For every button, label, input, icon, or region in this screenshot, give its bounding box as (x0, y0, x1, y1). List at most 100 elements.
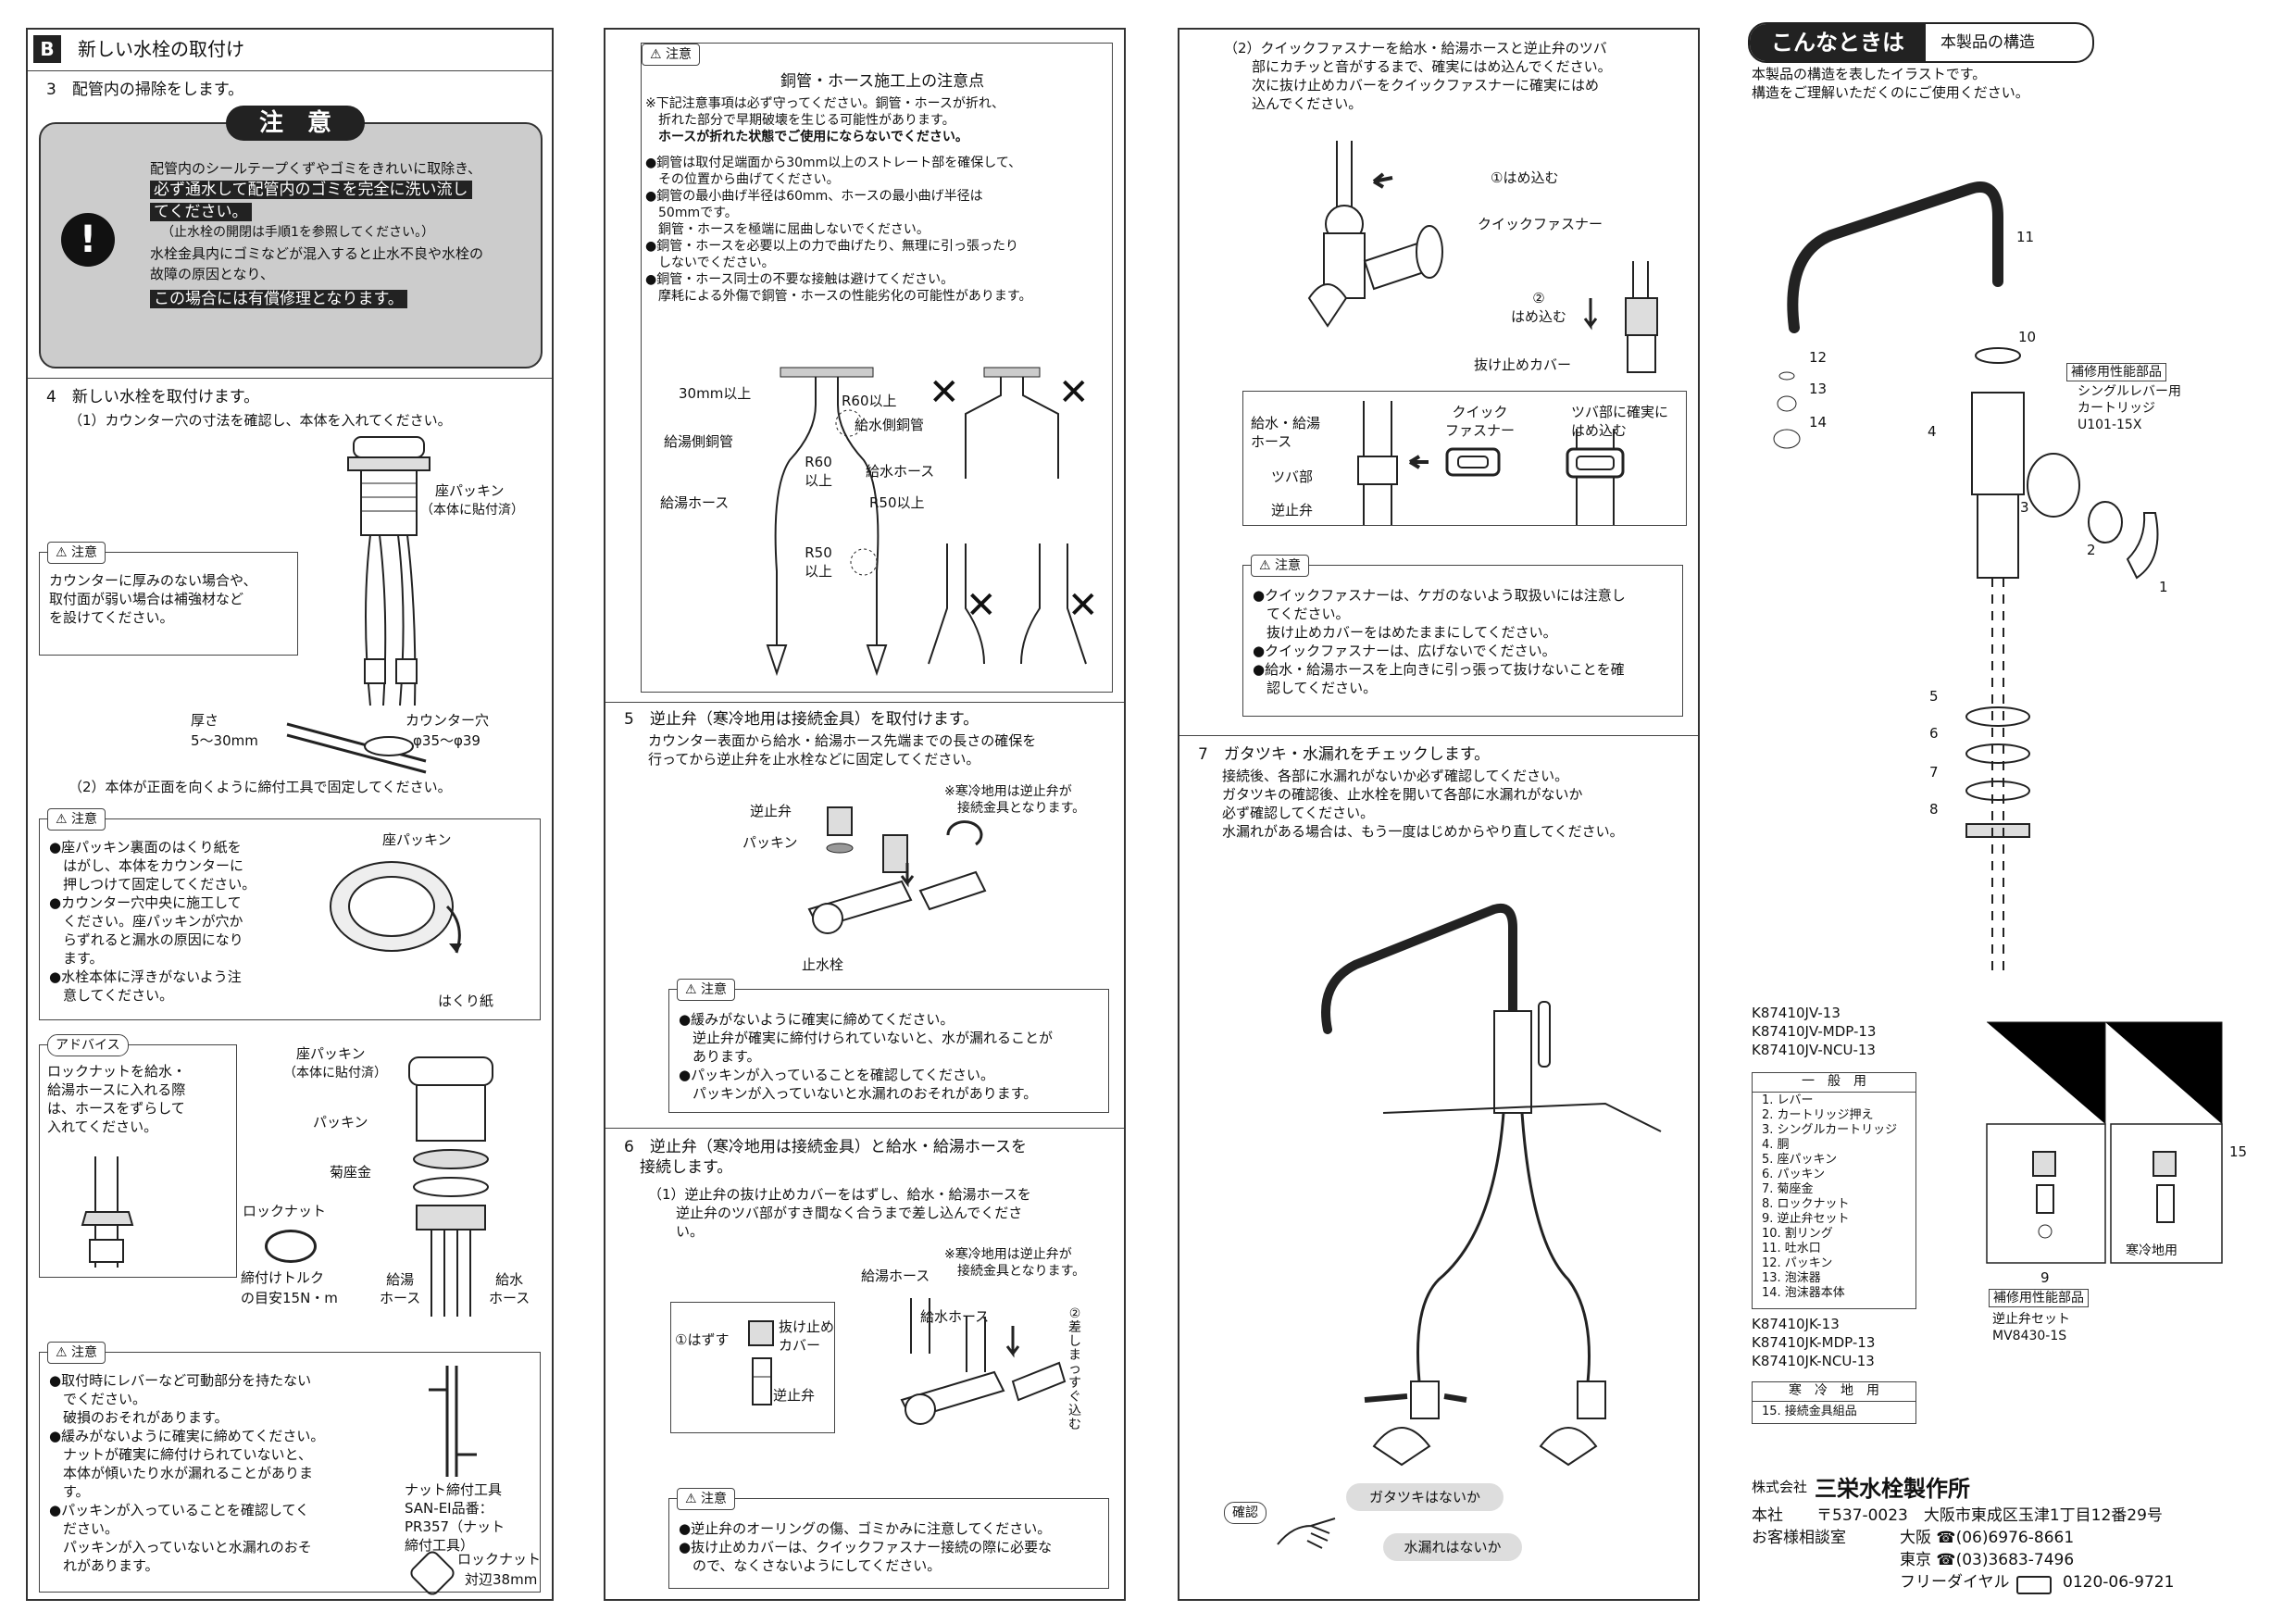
cover-label-c: 抜け止めカバー (1474, 356, 1572, 373)
tool-label: ナット締付工具 SAN-EI品番： PR357（ナット 締付工具） (405, 1481, 505, 1554)
label-r50-a: R50以上 (869, 494, 925, 511)
advice-tag: アドバイス (47, 1034, 129, 1056)
banner-main: こんなときは (1750, 24, 1926, 61)
insert-label: ② 差 し ま っ す ぐ 込 む (1068, 1306, 1081, 1432)
flange-label: ツバ部 (1271, 468, 1314, 485)
note-2-text: ●座パッキン裏面のはくり紙を はがし、本体をカウンターに 押しつけて固定してくだ… (49, 839, 256, 1004)
models-general: K87410JV-13 K87410JV-MDP-13 K87410JV-NCU… (1752, 1005, 1877, 1058)
step-5-cold-note: ※寒冷地用は逆止弁が 接続金具となります。 (944, 784, 1086, 816)
label-r60-a: R60以上 (842, 393, 897, 409)
part-num-12: 12 (1809, 349, 1828, 366)
part-num-2: 2 (2087, 542, 2096, 558)
divider-b2 (605, 1128, 1124, 1129)
label-cold-pipe: 給水側銅管 (855, 417, 925, 433)
divider-a1 (28, 378, 552, 379)
divider-b1 (605, 702, 1124, 703)
caution-line1: 配管内のシールテープくずやゴミをきれいに取除き、 (150, 160, 482, 177)
step-6: 6 逆止弁（寒冷地用は接続金具）と給水・給湯ホースを 接続します。 (624, 1138, 1027, 1177)
seat-packing-label-1: 座パッキン (435, 482, 505, 499)
repair-item-2: 逆止弁セット MV8430-1S (1992, 1312, 2070, 1343)
counter-hole-illustration (286, 722, 427, 774)
part-num-10: 10 (2018, 329, 2037, 345)
freedial-label: フリーダイヤル (1900, 1573, 2010, 1592)
qf-label-c: クイック ファスナー (1445, 404, 1516, 439)
note-box-3: ⚠ 注意 ●取付時にレバーなど可動部分を持たない でください。 破損のおそれがあ… (39, 1342, 541, 1593)
pipe-note-bold: ホースが折れた状態でご使用にならないでください。 (645, 130, 968, 144)
freedial-icon (2016, 1576, 2052, 1594)
nut-tool-illustration (429, 1366, 477, 1477)
note-3-text: ●取付時にレバーなど可動部分を持たない でください。 破損のおそれがあります。 … (49, 1372, 325, 1574)
hq-label: 本社 (1752, 1506, 1783, 1525)
step-7-desc: 接続後、各部に水漏れがないか必ず確認してください。 ガタツキの確認後、止水栓を開… (1222, 768, 1624, 840)
caution-title: 注 意 (226, 106, 365, 141)
quick-fastener-illustration (1307, 141, 1443, 328)
pipe-caution-box: ⚠ 注意 銅管・ホース施工上の注意点 ※下記注意事項は必ず守ってください。銅管・… (641, 43, 1113, 693)
label-r60-b: R60 以上 (805, 454, 833, 489)
check-valve-label: 逆止弁 (750, 803, 792, 819)
flange-section-illustration (1357, 401, 1625, 525)
seat-packing-note-1: （本体に貼付済） (420, 503, 524, 518)
cold-region-label: 寒冷地用 (2126, 1243, 2177, 1258)
note-5-text: ●緩みがないように確実に締めてください。 逆止弁が確実に締付けられていないと、水… (679, 1011, 1053, 1102)
column-d: こんなときは 本製品の構造 本製品の構造を表したイラストです。 構造をご理解いた… (1748, 22, 2274, 1605)
caution-highlight1: 必ず通水して配管内のゴミを完全に洗い流し (150, 180, 472, 200)
note-box-2: ⚠ 注意 ●座パッキン裏面のはくり紙を はがし、本体をカウンターに 押しつけて固… (39, 808, 541, 1020)
locknut-label: ロックナット (243, 1203, 327, 1219)
part-num-9: 9 (2040, 1269, 2050, 1286)
assembly-illustration (408, 1056, 493, 1317)
osaka-phone: 大阪 ☎(06)6976-8661 (1900, 1529, 2075, 1547)
part-num-1: 1 (2159, 579, 2168, 595)
hot-hose-label-6: 給湯ホース (861, 1268, 930, 1284)
packing-label: パッキン (313, 1114, 368, 1131)
rotate-icon (265, 1230, 317, 1263)
column-c: （2）クイックファスナーを給水・給湯ホースと逆止弁のツバ 部にカチッと音がするま… (1178, 28, 1700, 1601)
exclamation-icon: ! (61, 213, 115, 267)
advice-box: アドバイス ロックナットを給水・ 給湯ホースに入れる際 は、ホースをずらして 入… (39, 1034, 237, 1278)
caution-highlight3: この場合には有償修理となります。 (150, 289, 407, 309)
torque-line2: の目安15N・m (241, 1290, 338, 1306)
hose-connection-illustration (900, 1298, 1067, 1425)
svg-text:✕: ✕ (929, 371, 960, 414)
note-box-qf: ⚠ 注意 ●クイックファスナーは、ケガのないよう取扱いには注意し てください。 … (1242, 555, 1683, 717)
check-valve-set-illustration (1986, 1021, 2223, 1264)
hot-hose-label: 給湯 ホース (380, 1271, 421, 1306)
advice-text: ロックナットを給水・ 給湯ホースに入れる際 は、ホースをずらして 入れてください… (47, 1063, 187, 1135)
seat-packing-note-3: （本体に貼付済） (283, 1066, 387, 1081)
caution-panel: 注 意 ! 配管内のシールテープくずやゴミをきれいに取除き、 必ず通水して配管内… (39, 106, 543, 369)
stop-valve-illustration (807, 806, 987, 934)
fit-step1-label: ①はめ込む (1491, 169, 1559, 186)
caution-highlight2: てください。 (150, 202, 252, 222)
part-num-8: 8 (1929, 801, 1939, 818)
hoses-label-c: 給水・給湯 ホース (1251, 415, 1321, 450)
part-num-3: 3 (2020, 499, 2029, 516)
check-valve-cover-illustration (748, 1320, 774, 1405)
step-4: 4 新しい水栓を取付けます。 (46, 388, 260, 406)
step-6-2: （2）クイックファスナーを給水・給湯ホースと逆止弁のツバ 部にカチッと音がするま… (1224, 40, 1612, 112)
wrong-bend-illustration: ✕ ✕ ✕ ✕ (928, 367, 1099, 665)
freedial-number: 0120-06-9721 (2063, 1573, 2175, 1592)
torque-line1: 締付けトルク (241, 1269, 325, 1286)
check-valve-label-c: 逆止弁 (1271, 502, 1314, 518)
repair-item-1: シングルレバー用 カートリッジ U101-15X (2078, 384, 2181, 432)
caution-tag-6: ⚠ 注意 (677, 1488, 736, 1510)
hole-value: φ35〜φ39 (413, 732, 480, 749)
svg-text:✕: ✕ (1058, 371, 1090, 414)
section-header: B 新しい水栓の取付け (28, 30, 552, 71)
caution-line2: 水栓金具内にゴミなどが混入すると止水不良や水栓の (150, 245, 484, 262)
label-r50-b: R50 以上 (805, 544, 833, 580)
hq-address: 〒537-0023 大阪市東成区玉津1丁目12番29号 (1816, 1506, 2163, 1525)
svg-text:✕: ✕ (1067, 584, 1099, 627)
note-box-5: ⚠ 注意 ●緩みがないように確実に締めてください。 逆止弁が確実に締付けられてい… (668, 979, 1109, 1113)
note-qf-text: ●クイックファスナーは、ケガのないよう取扱いには注意し てください。 抜け止めカ… (1253, 587, 1626, 696)
packing-label-5: パッキン (742, 834, 798, 851)
cold-table-item: 15. 接続金具組品 (1762, 1405, 1857, 1418)
label-hot-hose: 給湯ホース (660, 494, 730, 511)
label-hot-pipe: 給湯側銅管 (664, 433, 734, 450)
pipe-rules: ●銅管は取付足端面から30mm以上のストレート部を確保して、 その位置から曲げて… (645, 156, 1032, 304)
check-wobble-pill: ガタツキはないか (1346, 1483, 1504, 1511)
caution-tag-3: ⚠ 注意 (47, 1342, 106, 1364)
caution-tag-qf: ⚠ 注意 (1251, 555, 1310, 577)
locknut-size-label: ロックナット (457, 1551, 542, 1568)
step-5-desc: カウンター表面から給水・給湯ホース先端までの長さの確保を 行ってから逆止弁を止水… (648, 732, 1037, 768)
pipe-note: ※下記注意事項は必ず守ってください。銅管・ホースが折れ、 折れた部分で早期破壊を… (645, 96, 1005, 128)
